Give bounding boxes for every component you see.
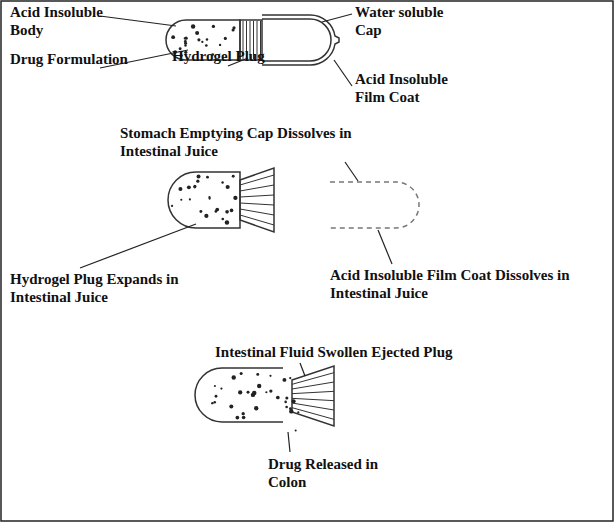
ejected-plug — [292, 366, 334, 426]
part-label: Water soluble Cap — [355, 3, 465, 39]
expanded-plug — [240, 168, 274, 232]
capsule-cap — [262, 19, 331, 61]
part-label: Drug Released in Colon — [268, 455, 398, 491]
part-label: Acid Insoluble Body — [10, 3, 130, 39]
film-coat — [262, 15, 339, 65]
part-label: Acid Insoluble Film Coat — [355, 70, 465, 106]
dissolving-cap — [330, 182, 419, 228]
part-label: Hydrogel Plug Expands in Intestinal Juic… — [10, 270, 190, 306]
part-label: Intestinal Fluid Swollen Ejected Plug — [215, 343, 453, 361]
capsule-body — [168, 172, 240, 228]
part-label: Hydrogel Plug — [172, 47, 265, 65]
capsule-body — [195, 368, 283, 422]
part-label: Acid Insoluble Film Coat Dissolves in In… — [330, 266, 600, 302]
leader-lines — [80, 14, 392, 452]
part-label: Drug Formulation — [10, 50, 128, 68]
part-label: Stomach Emptying Cap Dissolves in Intest… — [120, 124, 370, 160]
